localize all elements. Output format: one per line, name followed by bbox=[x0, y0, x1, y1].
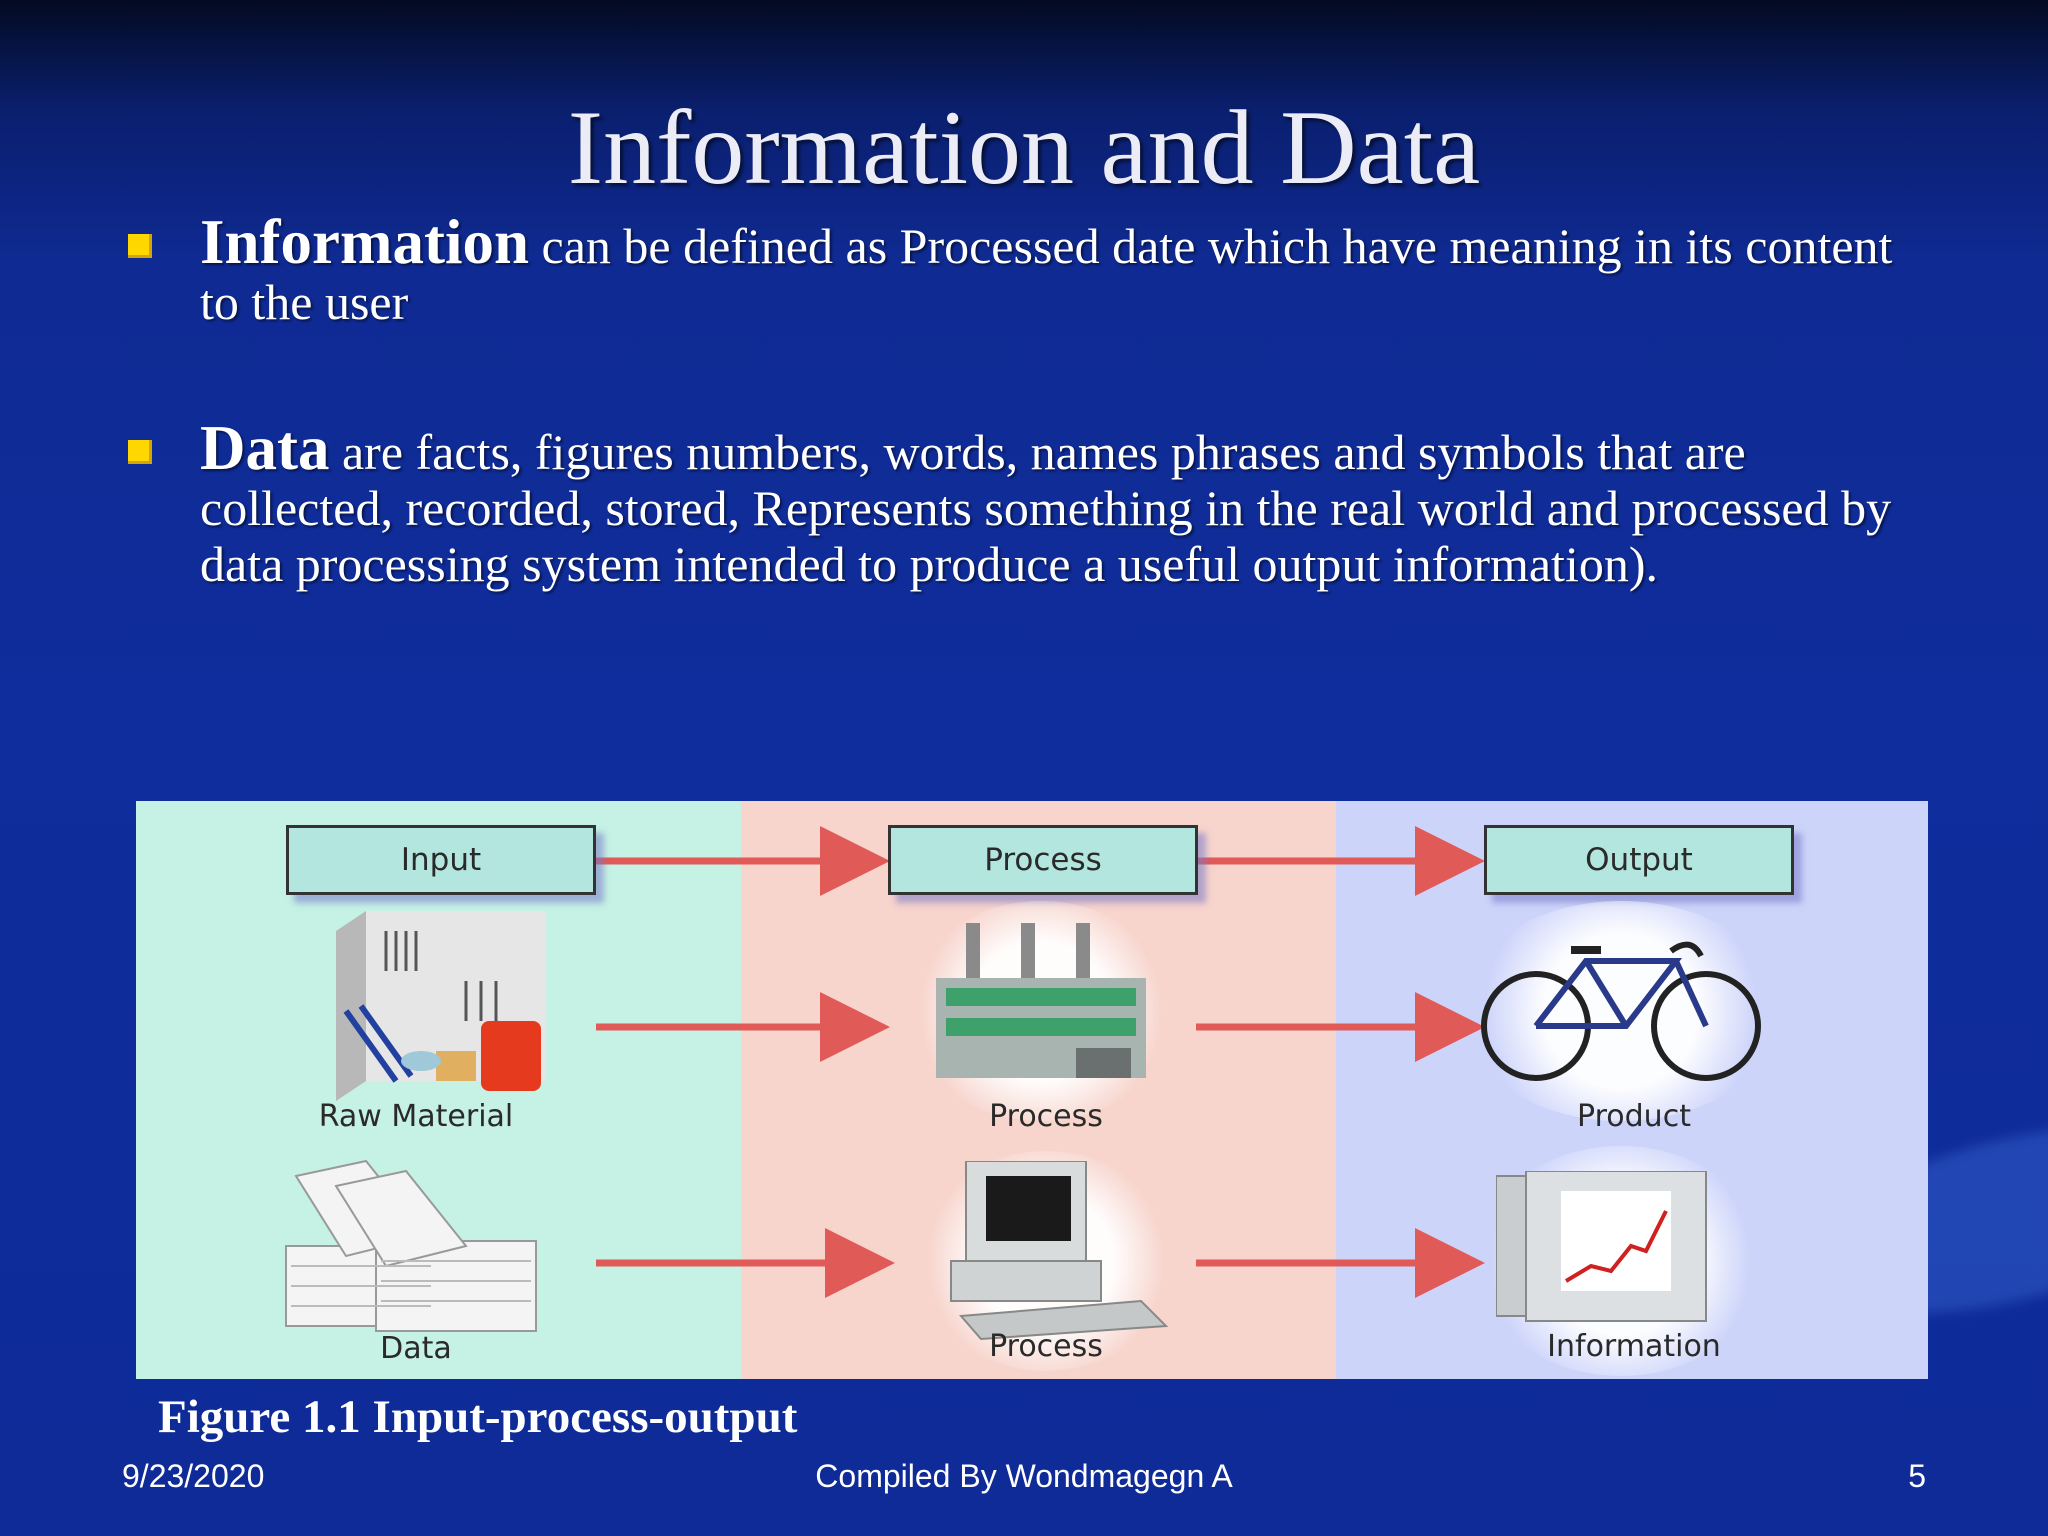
output-header: Output bbox=[1484, 825, 1794, 895]
bullet-text: are facts, figures numbers, words, names… bbox=[200, 424, 1892, 592]
input-header: Input bbox=[286, 825, 596, 895]
factory-icon bbox=[936, 923, 1146, 1078]
product-label: Product bbox=[1577, 1099, 1691, 1134]
footer-author: Compiled By Wondmagegn A bbox=[815, 1458, 1233, 1494]
bicycle-icon bbox=[1481, 941, 1761, 1081]
process-label: Process bbox=[989, 1329, 1103, 1364]
figure-arrows bbox=[596, 826, 1485, 1298]
bullet-data: Data are facts, figures numbers, words, … bbox=[200, 417, 1920, 593]
footer-date: 9/23/2020 bbox=[122, 1458, 265, 1494]
bullet-term: Information bbox=[200, 207, 529, 277]
computer-icon bbox=[950, 1161, 1169, 1341]
output-glow bbox=[1461, 901, 1781, 1121]
figure-caption: Figure 1.1 Input-process-output bbox=[158, 1391, 798, 1443]
bullet-marker-icon bbox=[128, 440, 152, 464]
raw-material-icon bbox=[336, 911, 546, 1101]
bullet-text: can be defined as Processed date which h… bbox=[200, 218, 1893, 330]
flow-arrows bbox=[596, 826, 1485, 1298]
information-monitor-icon bbox=[1496, 1171, 1707, 1322]
slide-title: Information and Data bbox=[567, 89, 1481, 206]
data-documents-icon bbox=[285, 1159, 537, 1332]
bullet-marker-icon bbox=[128, 234, 152, 258]
process-header: Process bbox=[888, 825, 1198, 895]
raw-material-label: Raw Material bbox=[318, 1099, 514, 1134]
information-label: Information bbox=[1547, 1329, 1721, 1364]
process-label: Process bbox=[989, 1099, 1103, 1134]
page-number: 5 bbox=[1908, 1458, 1926, 1494]
bullet-term: Data bbox=[200, 413, 330, 483]
bullet-information: Information can be defined as Processed … bbox=[200, 211, 1920, 331]
data-label: Data bbox=[380, 1331, 452, 1366]
input-process-output-figure: Input Process Output bbox=[136, 801, 1928, 1379]
